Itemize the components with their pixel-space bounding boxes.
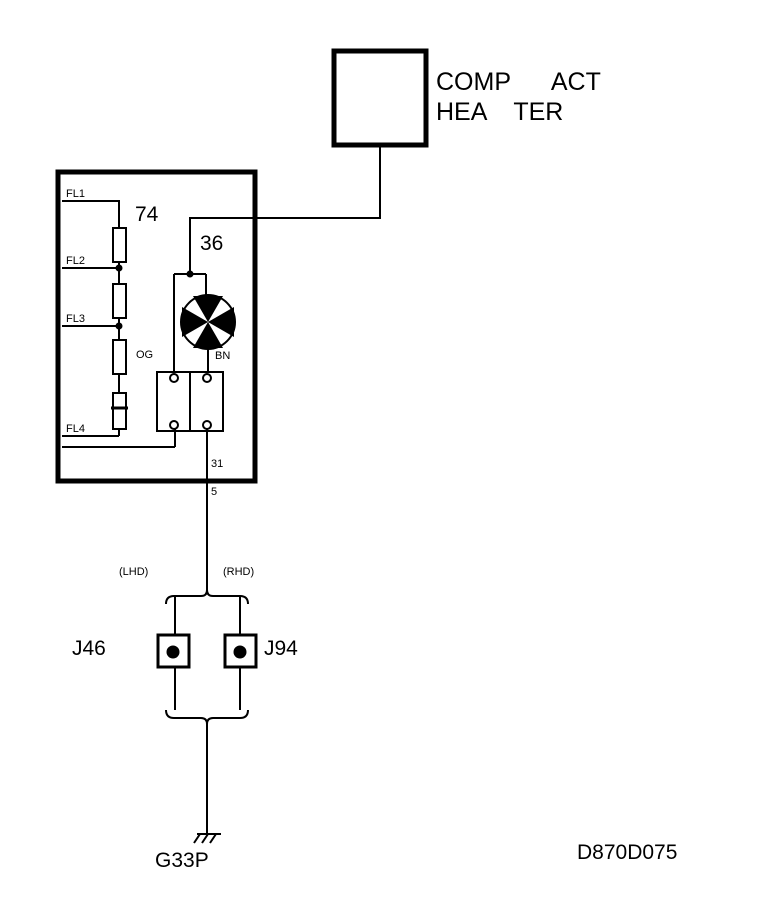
lhd-label: (LHD) (119, 566, 149, 578)
heater-feed-wire (189, 147, 381, 274)
fl1-wire (62, 200, 120, 228)
ground-symbol (193, 833, 221, 844)
resistor-1 (112, 227, 127, 263)
wire-5-label: 5 (211, 486, 218, 498)
og-label: OG (136, 349, 154, 361)
fl1-label: FL1 (66, 188, 85, 200)
bn-label: BN (215, 350, 231, 362)
connector-j46 (156, 633, 191, 669)
heater-label-line1: COMP ACT (436, 68, 601, 96)
control-module-outline (55, 169, 258, 484)
resistor-3 (112, 339, 127, 375)
wire-36-label: 36 (200, 232, 224, 255)
thermal-fuse (112, 392, 127, 430)
pin-31-label: 31 (211, 458, 224, 470)
fl3-label: FL3 (66, 313, 85, 325)
fan-blades (182, 296, 234, 348)
comp-act-heater-box (331, 48, 429, 148)
heater-label-line2: HEA TER (436, 98, 564, 126)
j46-label: J46 (72, 637, 106, 660)
ground-label: G33P (155, 849, 209, 872)
wire-74-label: 74 (135, 203, 159, 226)
fl4-label: FL4 (66, 423, 85, 435)
resistor-2 (112, 283, 127, 319)
rhd-label: (RHD) (223, 566, 255, 578)
figure-code: D870D075 (577, 841, 678, 864)
fl2-label: FL2 (66, 255, 85, 267)
j94-label: J94 (264, 637, 298, 660)
